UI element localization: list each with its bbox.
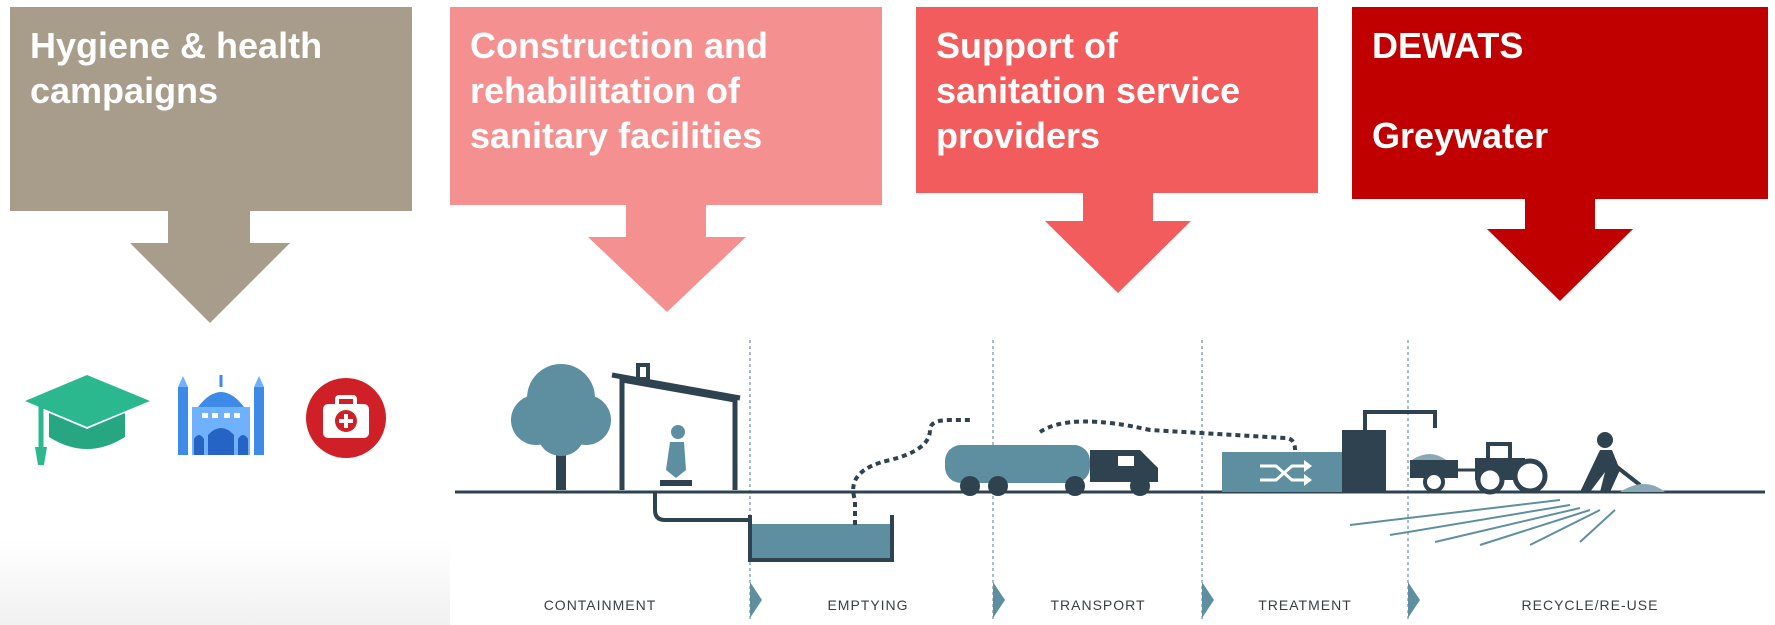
stage-label-transport: TRANSPORT (1050, 597, 1145, 613)
panel-title-line: Hygiene & health (30, 25, 323, 66)
panel-title-spacer (1372, 68, 1750, 113)
panel-title-line: Construction and (470, 25, 768, 66)
mosque-icon (178, 375, 264, 455)
stage-label-containment: CONTAINMENT (544, 597, 657, 613)
down-arrow-support (1045, 193, 1191, 293)
irrigation-lines (1349, 499, 1616, 546)
stage-label-recycle-reuse: RECYCLE/RE-USE (1522, 597, 1659, 613)
farmer-icon (1580, 432, 1665, 492)
panel-support-service-providers: Support of sanitation service providers (916, 7, 1318, 193)
treatment-plant-icon (1222, 410, 1437, 492)
septic-pit (748, 515, 894, 562)
stage-chevron (1202, 582, 1214, 618)
vacuum-truck-icon (945, 445, 1158, 496)
panel-construction-rehabilitation: Construction and rehabilitation of sanit… (450, 7, 882, 205)
stage-chevron (1408, 582, 1420, 618)
panel-hygiene-campaigns: Hygiene & health campaigns (10, 7, 412, 211)
tractor-icon (1410, 442, 1548, 495)
panel-title-line: Greywater (1372, 115, 1549, 156)
stage-label-emptying: EMPTYING (827, 597, 908, 613)
background-fade (0, 540, 450, 625)
panel-title-line: providers (936, 115, 1101, 156)
panel-title-line: sanitation service (936, 70, 1241, 111)
stage-chevron (750, 582, 762, 618)
panel-dewats-greywater: DEWATS Greywater (1352, 7, 1768, 199)
panel-title-line: campaigns (30, 70, 219, 111)
panel-title-line: sanitary facilities (470, 115, 763, 156)
first-aid-kit-icon (306, 378, 386, 458)
latrine-icon (611, 363, 741, 490)
graduation-cap-icon (25, 375, 150, 465)
down-arrow-dewats (1487, 199, 1633, 301)
stage-label-treatment: TREATMENT (1258, 597, 1352, 613)
sanitation-value-chain-diagram: CONTAINMENT EMPTYING TRANSPORT TREATMENT… (455, 340, 1765, 620)
down-arrow-hygiene (130, 211, 290, 323)
stage-chevron (993, 582, 1005, 618)
panel-title-line: DEWATS (1372, 25, 1524, 66)
down-arrow-construction (588, 205, 746, 312)
tree-icon (511, 364, 611, 490)
panel-title-line: Support of (936, 25, 1118, 66)
panel-title-line: rehabilitation of (470, 70, 740, 111)
